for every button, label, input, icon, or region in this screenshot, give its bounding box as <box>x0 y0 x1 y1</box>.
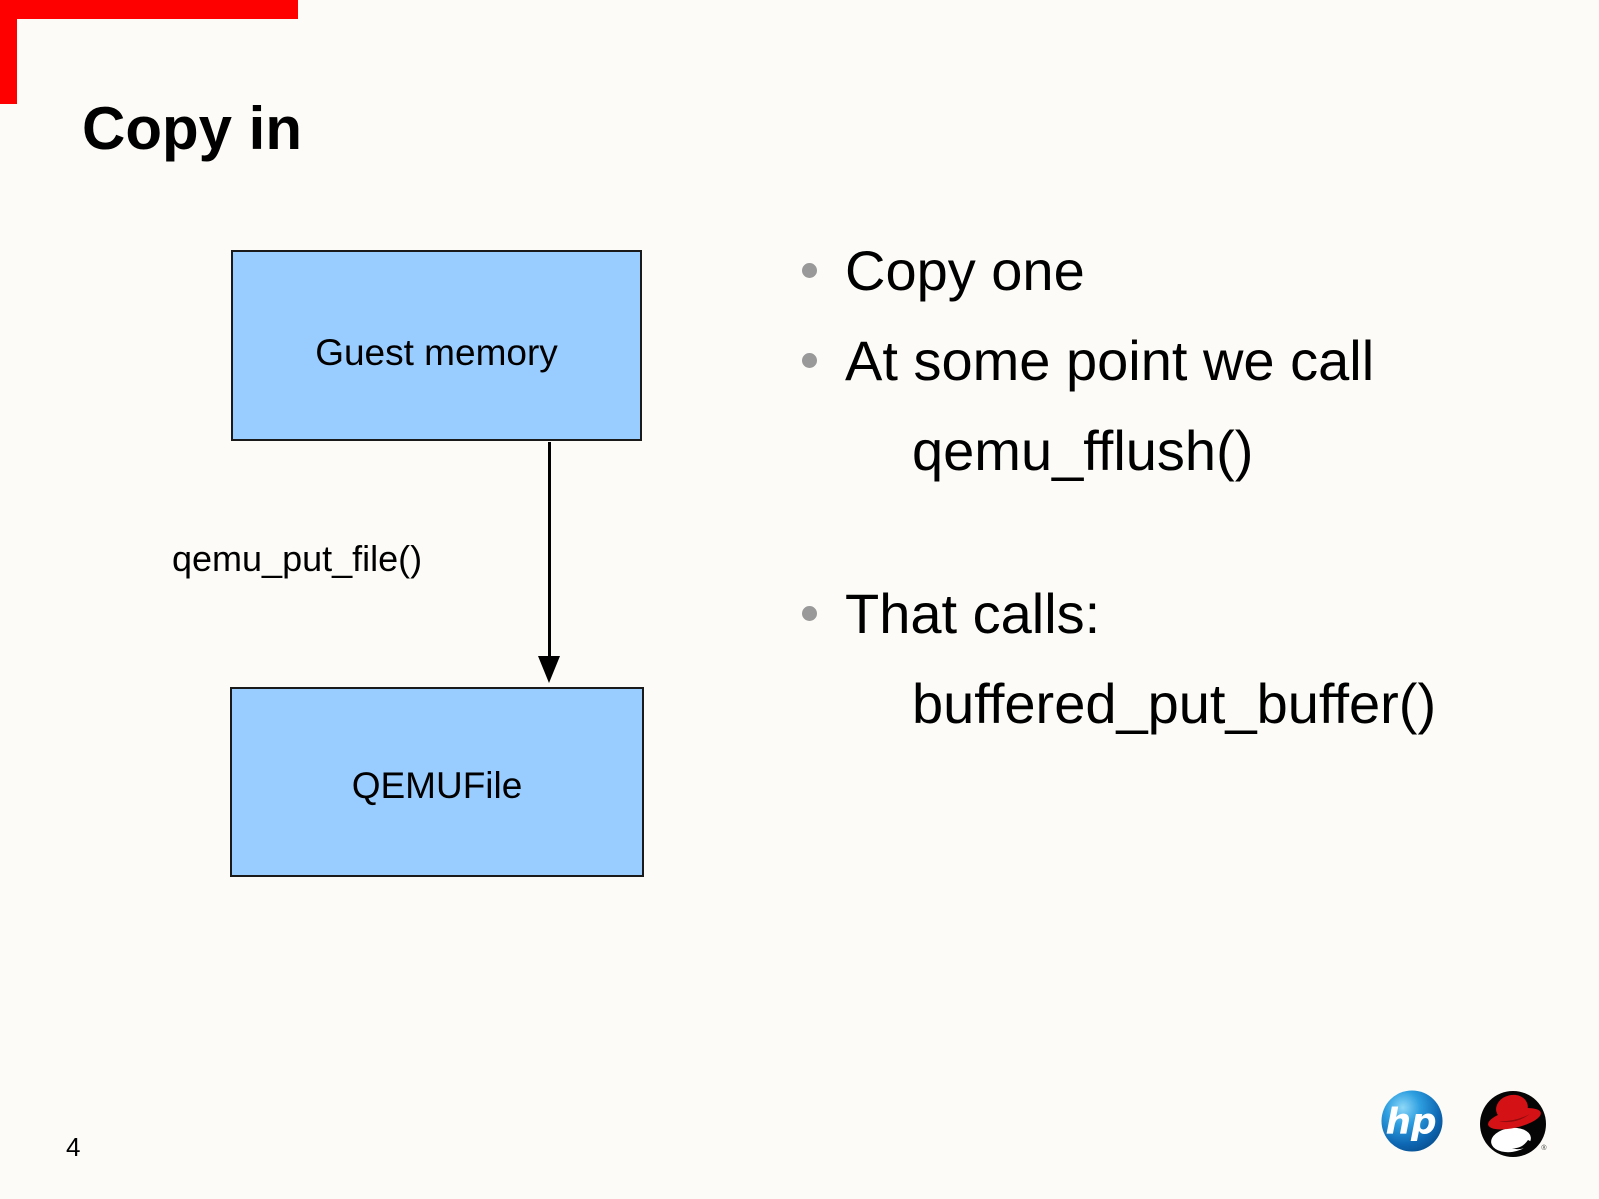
arrow-head-icon <box>538 656 560 683</box>
page-number: 4 <box>66 1132 81 1162</box>
list-item: At some point we call <box>780 315 1570 405</box>
redhat-shadowman-icon: ® <box>1480 1091 1547 1157</box>
registered-trademark-icon: ® <box>1541 1144 1547 1152</box>
bullet-list: Copy one At some point we call qemu_fflu… <box>780 225 1570 748</box>
list-item-text: buffered_put_buffer() <box>912 671 1437 735</box>
bullet-dot-icon <box>802 353 817 368</box>
bullet-dot-icon <box>802 263 817 278</box>
guest-memory-label: Guest memory <box>315 331 558 373</box>
bullet-dot-icon <box>802 606 817 621</box>
list-item: qemu_fflush() <box>780 405 1570 495</box>
qemufile-label: QEMUFile <box>351 765 523 806</box>
qemufile-box: QEMUFile <box>230 687 644 877</box>
arrow-line <box>548 442 551 658</box>
redhat-logo: ® <box>1478 1088 1550 1165</box>
guest-memory-box: Guest memory <box>231 250 642 441</box>
list-item: That calls: <box>780 568 1570 658</box>
list-item: Copy one <box>780 225 1570 315</box>
arrow-label: qemu_put_file() <box>172 538 423 579</box>
hp-logo-icon: hp <box>1381 1090 1443 1152</box>
list-item-text: Copy one <box>845 238 1085 302</box>
hp-logo: hp <box>1381 1090 1443 1157</box>
page-title: Copy in <box>82 95 302 162</box>
list-item-text: That calls: <box>845 581 1101 645</box>
list-item-text: qemu_fflush() <box>912 418 1254 482</box>
hp-logo-text: hp <box>1385 1102 1436 1143</box>
list-item: buffered_put_buffer() <box>780 658 1570 748</box>
red-corner-mark-vertical <box>0 0 17 104</box>
list-item-text: At some point we call <box>845 328 1375 392</box>
red-corner-mark-horizontal <box>0 0 298 19</box>
